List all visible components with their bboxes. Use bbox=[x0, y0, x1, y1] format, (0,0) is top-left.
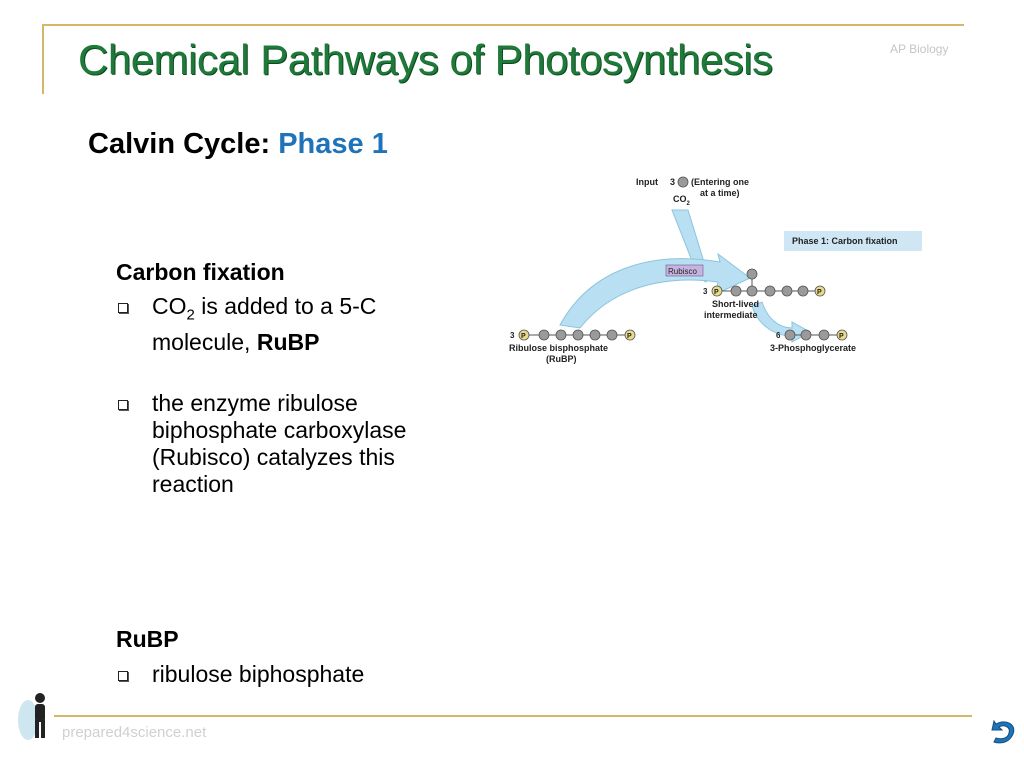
rubisco-box bbox=[665, 264, 704, 277]
intermediate-count: 3 bbox=[703, 287, 708, 296]
carbon-atom bbox=[606, 329, 618, 341]
frame-left-line bbox=[42, 24, 44, 94]
bullet-co2-rest: is added to a 5-C molecule, bbox=[152, 293, 377, 355]
bullet-marker bbox=[118, 671, 128, 681]
carbon-atom bbox=[538, 329, 550, 341]
carbon-atom bbox=[764, 285, 776, 297]
carbon-atom bbox=[555, 329, 567, 341]
carbon-atom bbox=[572, 329, 584, 341]
carbon-atom bbox=[797, 285, 809, 297]
person-icon bbox=[18, 693, 45, 740]
frame-top-line bbox=[42, 24, 964, 26]
return-arrow-icon[interactable] bbox=[990, 716, 1018, 748]
phosphate-label: P bbox=[817, 289, 822, 296]
phase-box-label: Phase 1: Carbon fixation bbox=[792, 236, 898, 246]
intermediate-label-line2: intermediate bbox=[704, 310, 758, 320]
phosphate-label: P bbox=[714, 289, 719, 296]
bullet-co-text: CO bbox=[152, 293, 187, 319]
bullet-rubisco-text: the enzyme ribulose biphosphate carboxyl… bbox=[152, 390, 407, 497]
bullet-marker bbox=[118, 400, 128, 410]
co2-count: 3 bbox=[670, 177, 675, 187]
co2-label-text: CO bbox=[673, 194, 687, 204]
phosphate-label: P bbox=[627, 333, 632, 340]
bullet-co-subscript: 2 bbox=[186, 306, 195, 324]
bullet-ribulose-text: ribulose biphosphate bbox=[152, 661, 365, 687]
footer-site: prepared4science.net bbox=[62, 724, 207, 741]
rubp-label-line1: Ribulose bisphosphate bbox=[509, 343, 608, 353]
course-label: AP Biology bbox=[890, 42, 949, 56]
carbon-atom bbox=[800, 329, 812, 341]
carbon-atom bbox=[589, 329, 601, 341]
intermediate-label-line1: Short-lived bbox=[712, 299, 759, 309]
carbon-atom bbox=[818, 329, 830, 341]
co2-label: CO2 bbox=[673, 194, 691, 207]
pga-count: 6 bbox=[776, 331, 781, 340]
rubp-count: 3 bbox=[510, 331, 515, 340]
phase-box bbox=[784, 231, 922, 251]
intermediate-co2 bbox=[746, 268, 758, 280]
pga-label: 3-Phosphoglycerate bbox=[770, 343, 856, 353]
subtitle-prefix: Calvin Cycle: bbox=[88, 128, 271, 160]
phosphate-left bbox=[711, 285, 723, 297]
carbon-atom bbox=[781, 285, 793, 297]
rubp-label-line2: (RuBP) bbox=[546, 354, 577, 364]
bullet-ribulose: ribulose biphosphate bbox=[118, 661, 482, 688]
calvin-phase1-diagram: Input 3 (Entering one at a time) CO2 Pha… bbox=[509, 176, 922, 364]
carbon-atom bbox=[784, 329, 796, 341]
co2-note-line1: (Entering one bbox=[691, 177, 749, 187]
bullet-rubp-bold: RuBP bbox=[256, 328, 320, 355]
subtitle-phase: Phase 1 bbox=[278, 128, 388, 160]
phosphate-label: P bbox=[839, 333, 844, 340]
rubp-phosphate-right bbox=[624, 329, 636, 341]
carbon-atom bbox=[746, 285, 758, 297]
slide-subtitle: Calvin Cycle: Phase 1 bbox=[88, 128, 388, 161]
section-heading-carbon-fixation: Carbon fixation bbox=[116, 259, 285, 285]
carbon-atom bbox=[730, 285, 742, 297]
phosphate-right bbox=[814, 285, 826, 297]
input-label: Input bbox=[636, 177, 658, 187]
pga-phosphate bbox=[836, 329, 848, 341]
bullet-co2-added: CO2 is added to a 5-C molecule, RuBP bbox=[118, 293, 462, 356]
phosphate-label: P bbox=[521, 333, 526, 340]
co2-molecule bbox=[677, 176, 689, 188]
section-heading-rubp: RuBP bbox=[116, 626, 179, 652]
frame-bottom-line bbox=[54, 715, 972, 717]
co2-note-line2: at a time) bbox=[700, 188, 740, 198]
bullet-rubisco: the enzyme ribulose biphosphate carboxyl… bbox=[118, 390, 482, 498]
rubisco-label: Rubisco bbox=[668, 267, 697, 276]
slide-title: Chemical Pathways of Photosynthesis bbox=[78, 36, 773, 83]
rubp-phosphate-left bbox=[518, 329, 530, 341]
co2-label-sub: 2 bbox=[687, 201, 691, 207]
bullet-marker bbox=[118, 303, 128, 313]
